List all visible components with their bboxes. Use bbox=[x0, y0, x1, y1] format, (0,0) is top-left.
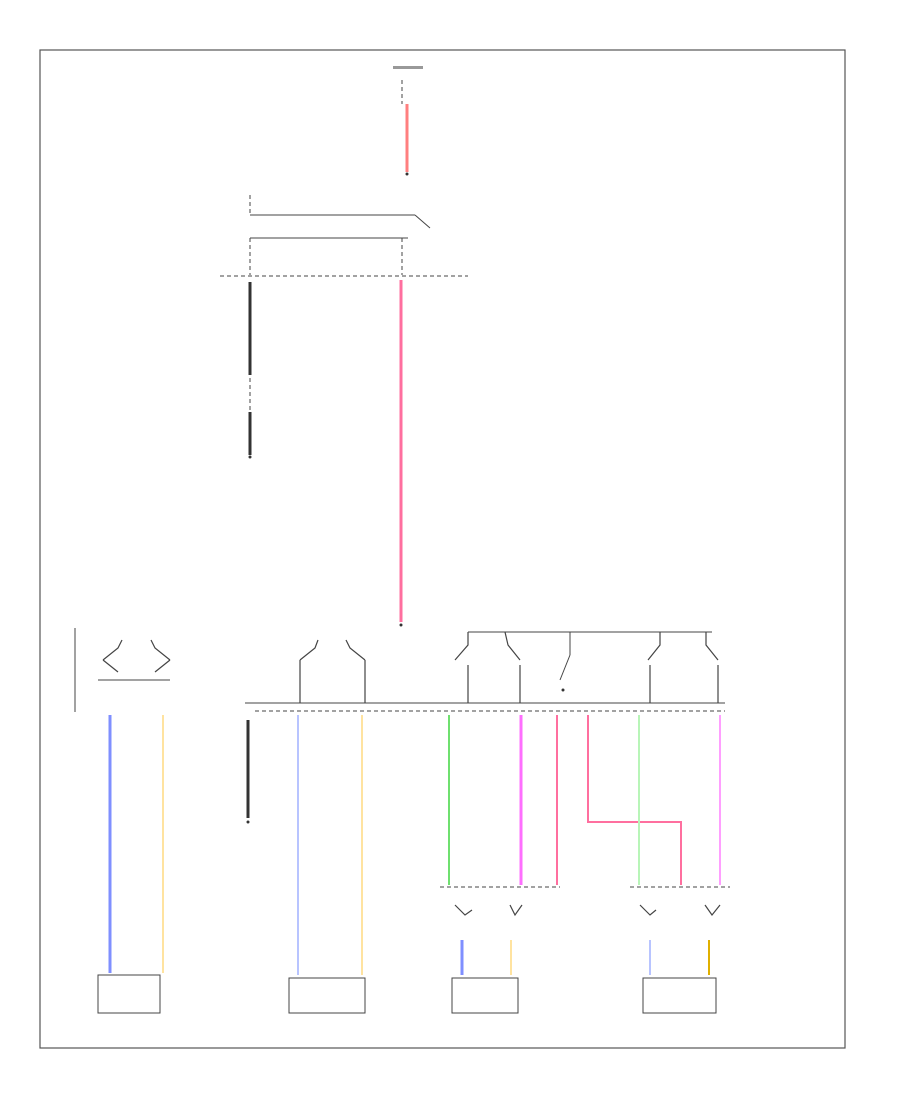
switch-row bbox=[74, 628, 725, 712]
power-source-top bbox=[393, 66, 423, 176]
motor-front-left bbox=[97, 974, 161, 1014]
relay-block bbox=[220, 195, 468, 277]
motor-rear-right bbox=[642, 977, 717, 1014]
motor-wires bbox=[108, 715, 721, 975]
ground-branch-lower bbox=[246, 720, 250, 824]
motor-front-right bbox=[288, 977, 366, 1014]
diagram-frame bbox=[39, 49, 846, 1049]
motor-rear-left bbox=[451, 977, 519, 1014]
motor-boxes bbox=[97, 974, 717, 1014]
lower-switches bbox=[440, 886, 730, 975]
ground-branch-upper bbox=[248, 282, 252, 459]
